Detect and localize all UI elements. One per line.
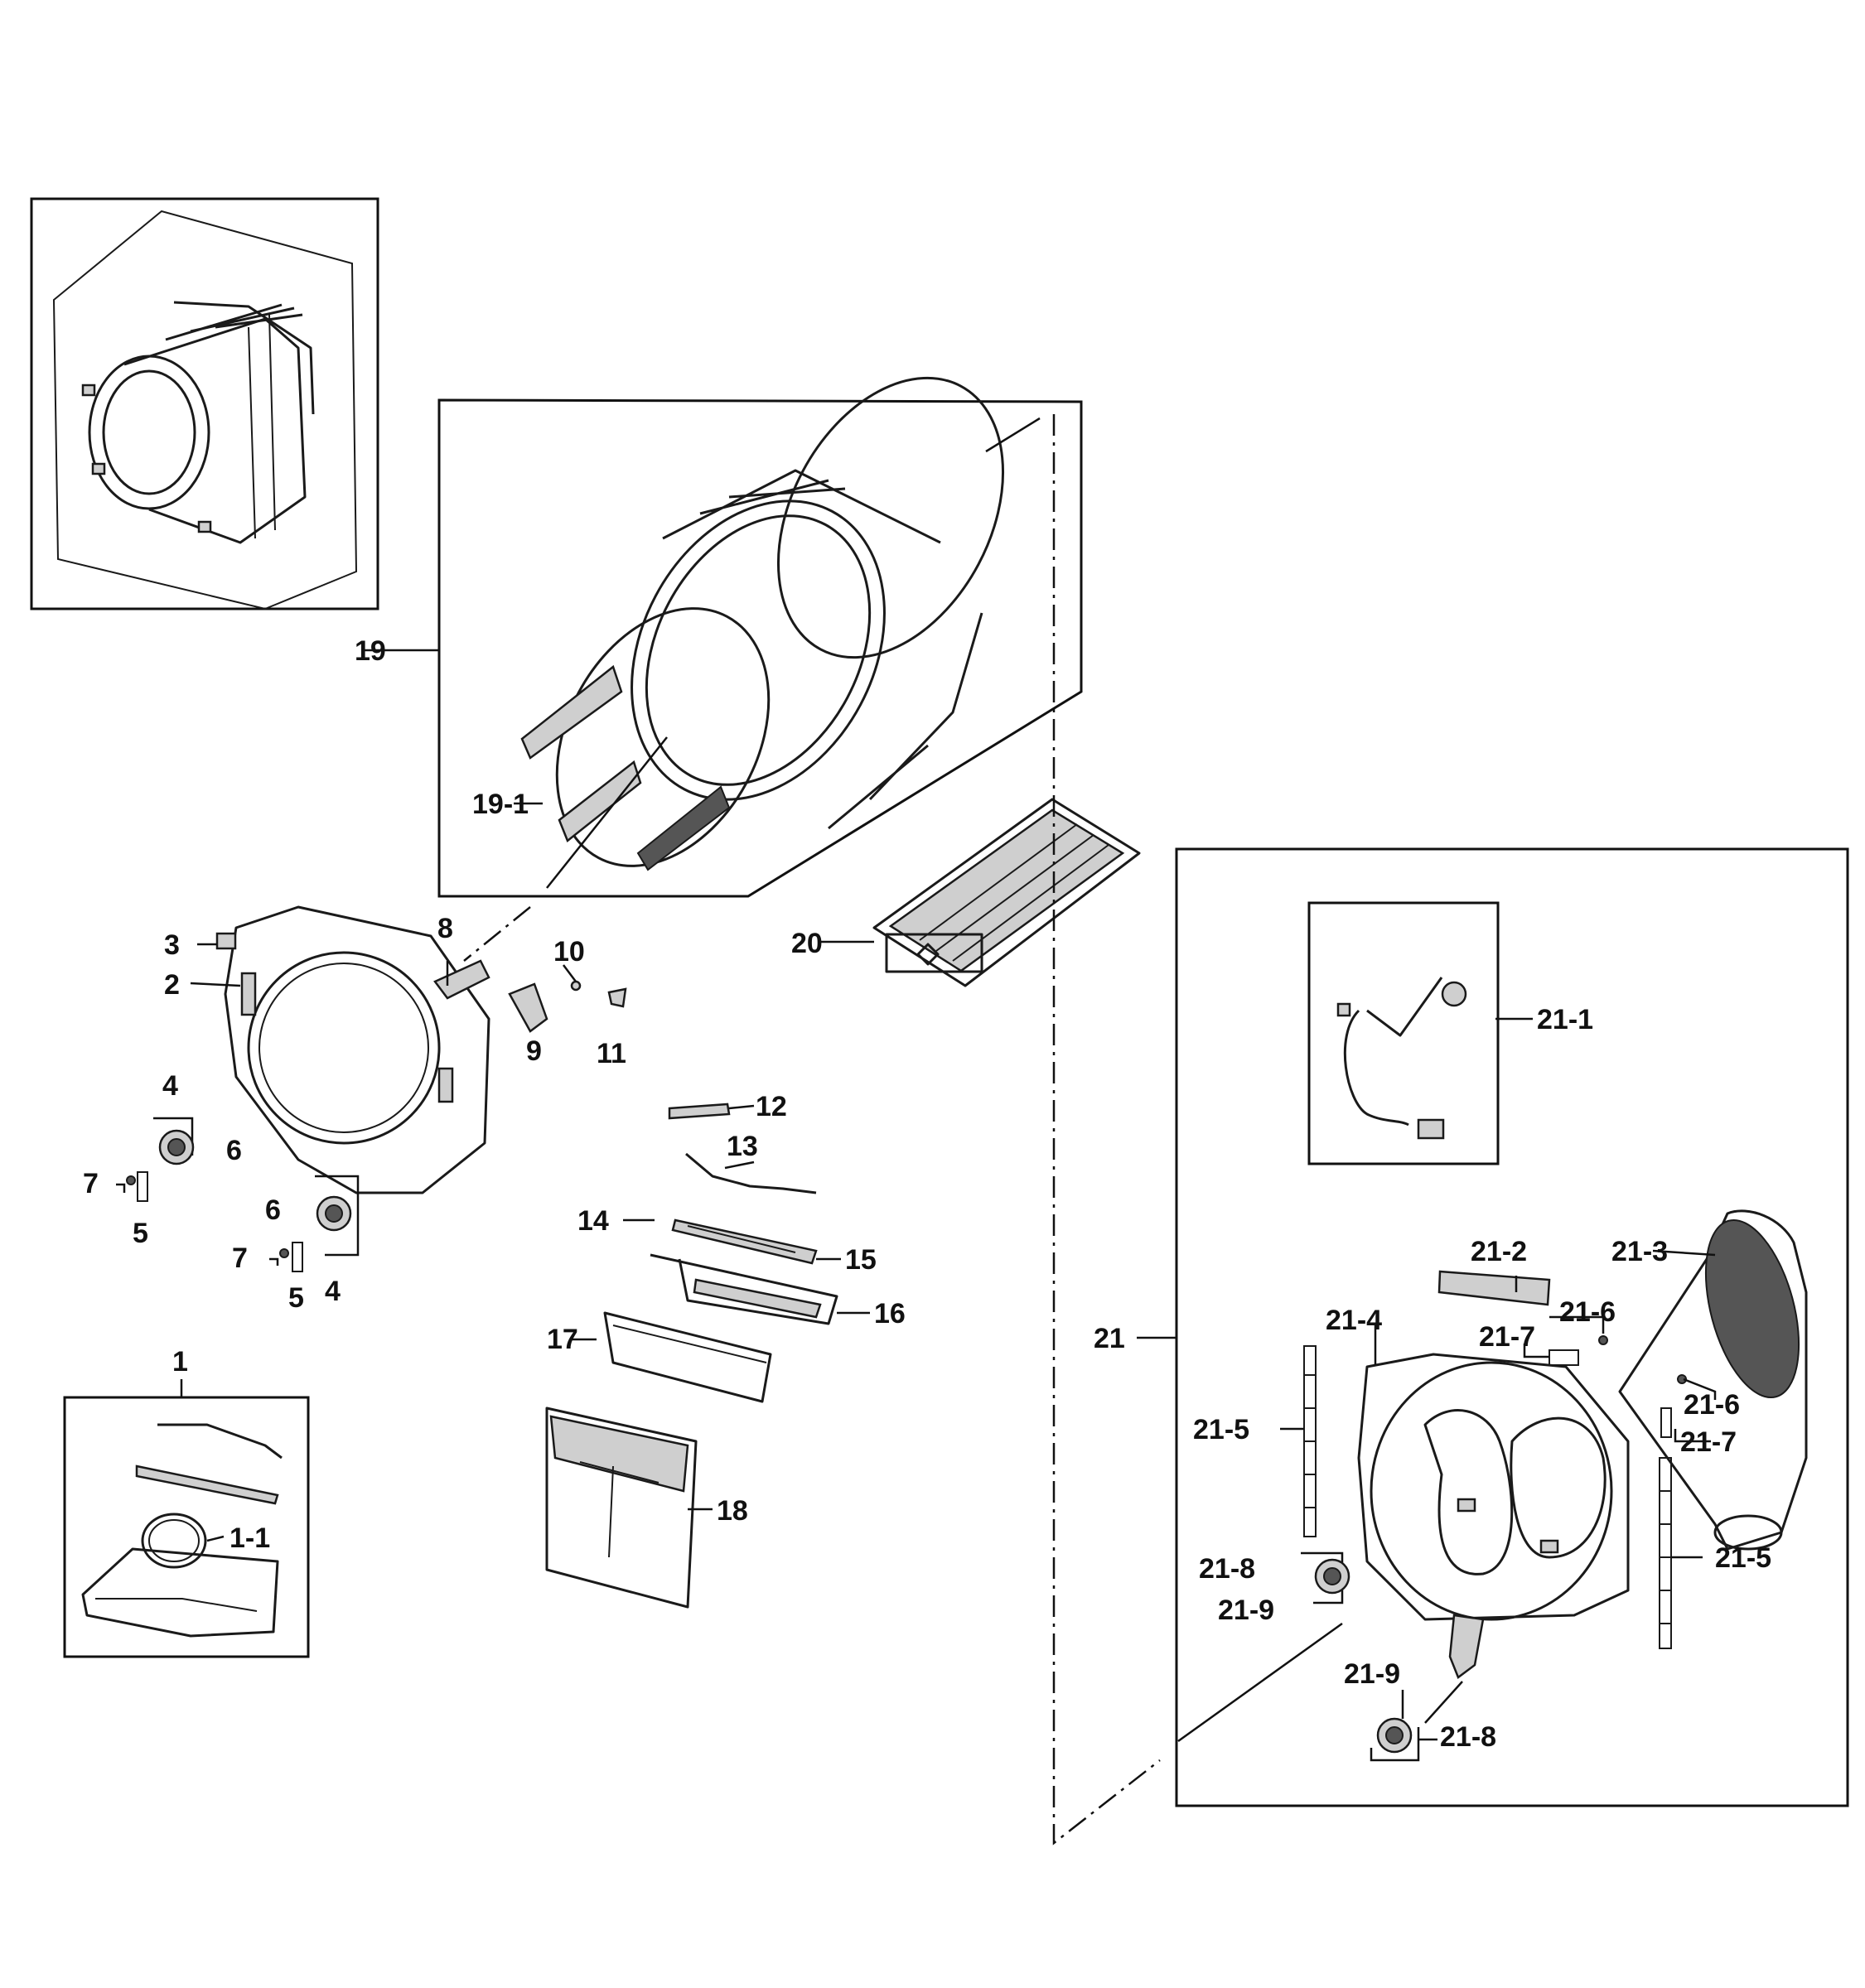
label-18: 18 [717, 1495, 748, 1527]
label-1: 1 [172, 1346, 188, 1378]
label-4-upper: 4 [162, 1070, 178, 1102]
label-21-9-left: 21-9 [1218, 1595, 1274, 1626]
label-21-5-right: 21-5 [1715, 1542, 1771, 1574]
label-21-5-left: 21-5 [1193, 1414, 1249, 1445]
label-21-6-lower: 21-6 [1684, 1389, 1740, 1421]
label-21-8-lower: 21-8 [1440, 1721, 1496, 1753]
label-21: 21 [1094, 1323, 1125, 1354]
label-7-lower: 7 [232, 1242, 248, 1274]
label-21-9-lower: 21-9 [1344, 1658, 1400, 1690]
label-21-2: 21-2 [1471, 1236, 1527, 1267]
assembled-drum-inset [30, 197, 379, 610]
label-21-6-upper: 21-6 [1559, 1296, 1616, 1328]
label-6-upper: 6 [226, 1135, 242, 1166]
label-13: 13 [727, 1131, 758, 1162]
bracket-parts-4-5-6-7 [116, 1117, 360, 1272]
label-7-upper: 7 [83, 1168, 99, 1199]
label-21-4: 21-4 [1326, 1305, 1382, 1336]
sensor-9-10-11 [508, 980, 627, 1033]
label-16: 16 [874, 1298, 906, 1329]
label-8: 8 [437, 913, 453, 944]
label-14: 14 [577, 1205, 609, 1237]
label-5-upper: 5 [133, 1218, 148, 1249]
label-21-7-lower: 21-7 [1680, 1426, 1737, 1458]
label-15: 15 [845, 1244, 877, 1276]
label-4-lower: 4 [325, 1276, 341, 1307]
label-10: 10 [553, 936, 585, 967]
label-19-1: 19-1 [472, 789, 529, 820]
drum-assembly-box [437, 376, 1083, 898]
alignment-lines [463, 414, 1343, 1846]
label-12: 12 [756, 1091, 787, 1122]
label-21-3: 21-3 [1611, 1236, 1668, 1267]
label-21-1: 21-1 [1537, 1004, 1593, 1035]
label-19: 19 [355, 635, 386, 667]
label-11: 11 [597, 1038, 626, 1069]
leader-lines [180, 649, 1717, 1741]
callout-labels: 3 2 8 10 9 11 4 6 7 5 6 7 5 4 19 19-1 20… [83, 635, 1771, 1753]
label-2: 2 [164, 969, 180, 1001]
label-3: 3 [164, 929, 180, 961]
label-17: 17 [547, 1324, 578, 1355]
label-21-8-left: 21-8 [1199, 1553, 1255, 1585]
front-frame-2 [215, 905, 490, 1194]
label-20: 20 [791, 928, 823, 959]
label-6-lower: 6 [265, 1194, 281, 1226]
middle-parts-12-18 [545, 1103, 838, 1609]
filter-housing-20 [872, 798, 1141, 987]
label-21-7-upper: 21-7 [1479, 1321, 1535, 1353]
label-5-lower: 5 [288, 1282, 304, 1314]
label-9: 9 [526, 1035, 542, 1067]
duct-box-1 [63, 1396, 310, 1658]
label-1-1: 1-1 [230, 1522, 270, 1554]
rear-frame-box-21 [1175, 847, 1849, 1807]
